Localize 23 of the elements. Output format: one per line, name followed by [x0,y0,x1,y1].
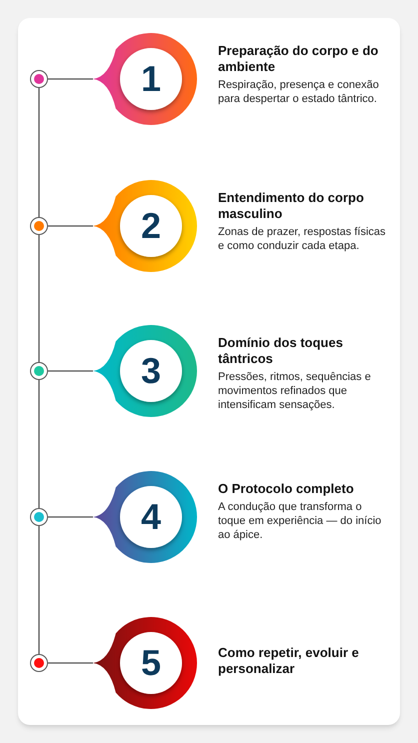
connector-line [48,516,93,518]
step-description: Respiração, presença e conexão para despertar o estado tântrico. [218,78,380,106]
step-description: Pressões, ritmos, sequências e movimentos refinados que intensificam sensações. [218,370,372,412]
step-title: Como repetir, evoluir e personalizar [218,645,360,677]
step-description: A condução que transforma o toque em experiência — do início ao ápice. [218,500,382,542]
step-number: 2 [140,206,162,246]
step-title: Domínio dos toques tântricos [218,335,344,367]
connector-line [48,662,93,664]
step-number: 1 [140,59,162,99]
step-number: 4 [140,497,162,537]
step-title: Preparação do corpo e do ambiente [218,43,380,75]
step-number: 3 [140,351,162,391]
step-title: Entendimento do corpo masculino [218,190,365,222]
connector-line [38,526,40,654]
connector-line [38,380,40,508]
connector-line [38,88,40,217]
step-description: Zonas de prazer, respostas físicas e como conduzir cada etapa. [218,225,386,253]
step-title: O Protocolo completo [218,481,355,497]
connector-line [48,225,93,227]
step-number: 5 [140,643,162,683]
connector-line [38,235,40,362]
connector-line [48,370,93,372]
connector-line [48,78,93,80]
